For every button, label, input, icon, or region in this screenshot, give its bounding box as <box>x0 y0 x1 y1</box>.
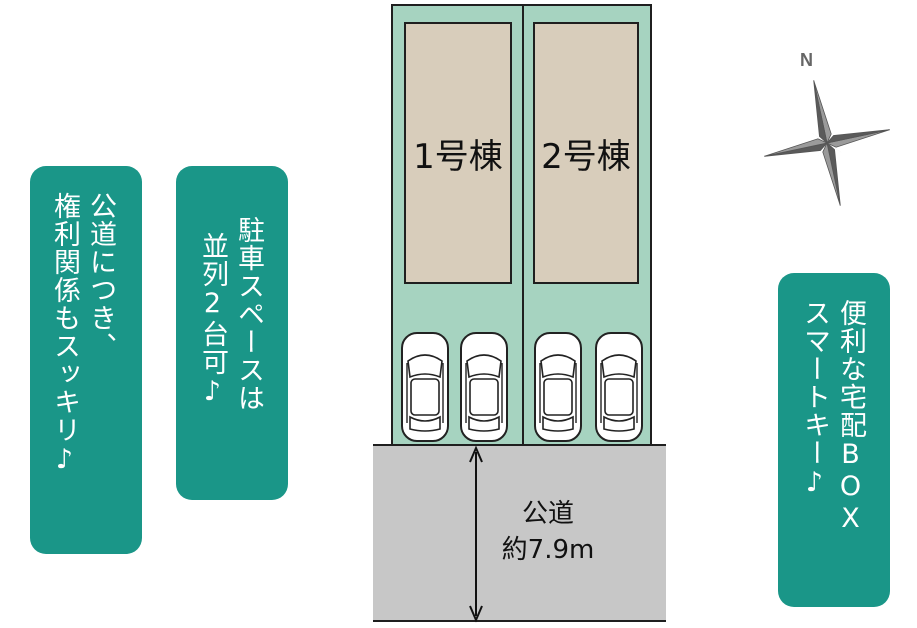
road-label: 公道 約7.9m <box>488 496 608 568</box>
compass-north-label: N <box>800 50 813 70</box>
callout-public-road: 公道につき、 権利関係もスッキリ♪ <box>30 166 142 554</box>
callout-smartkey-line2: スマートキー♪ <box>799 299 830 499</box>
public-road <box>373 444 666 622</box>
callout-parking-line2: 並列2台可♪ <box>197 232 228 408</box>
building-1: 1号棟 <box>404 22 512 284</box>
callout-public-road-line2: 権利関係もスッキリ♪ <box>49 192 80 476</box>
building-2-label: 2号棟 <box>541 136 631 177</box>
road-width: 約7.9m <box>501 535 595 565</box>
callout-parking: 駐車スペースは 並列2台可♪ <box>176 166 288 500</box>
callout-smartkey: 便利な宅配BOX スマートキー♪ <box>778 273 890 607</box>
callout-public-road-line1: 公道につき、 <box>85 192 116 360</box>
road-name: 公道 <box>521 499 574 529</box>
building-2: 2号棟 <box>533 22 639 284</box>
building-1-label: 1号棟 <box>413 136 503 177</box>
callout-smartkey-line1: 便利な宅配BOX <box>835 299 866 535</box>
callout-parking-line1: 駐車スペースは <box>233 216 264 412</box>
